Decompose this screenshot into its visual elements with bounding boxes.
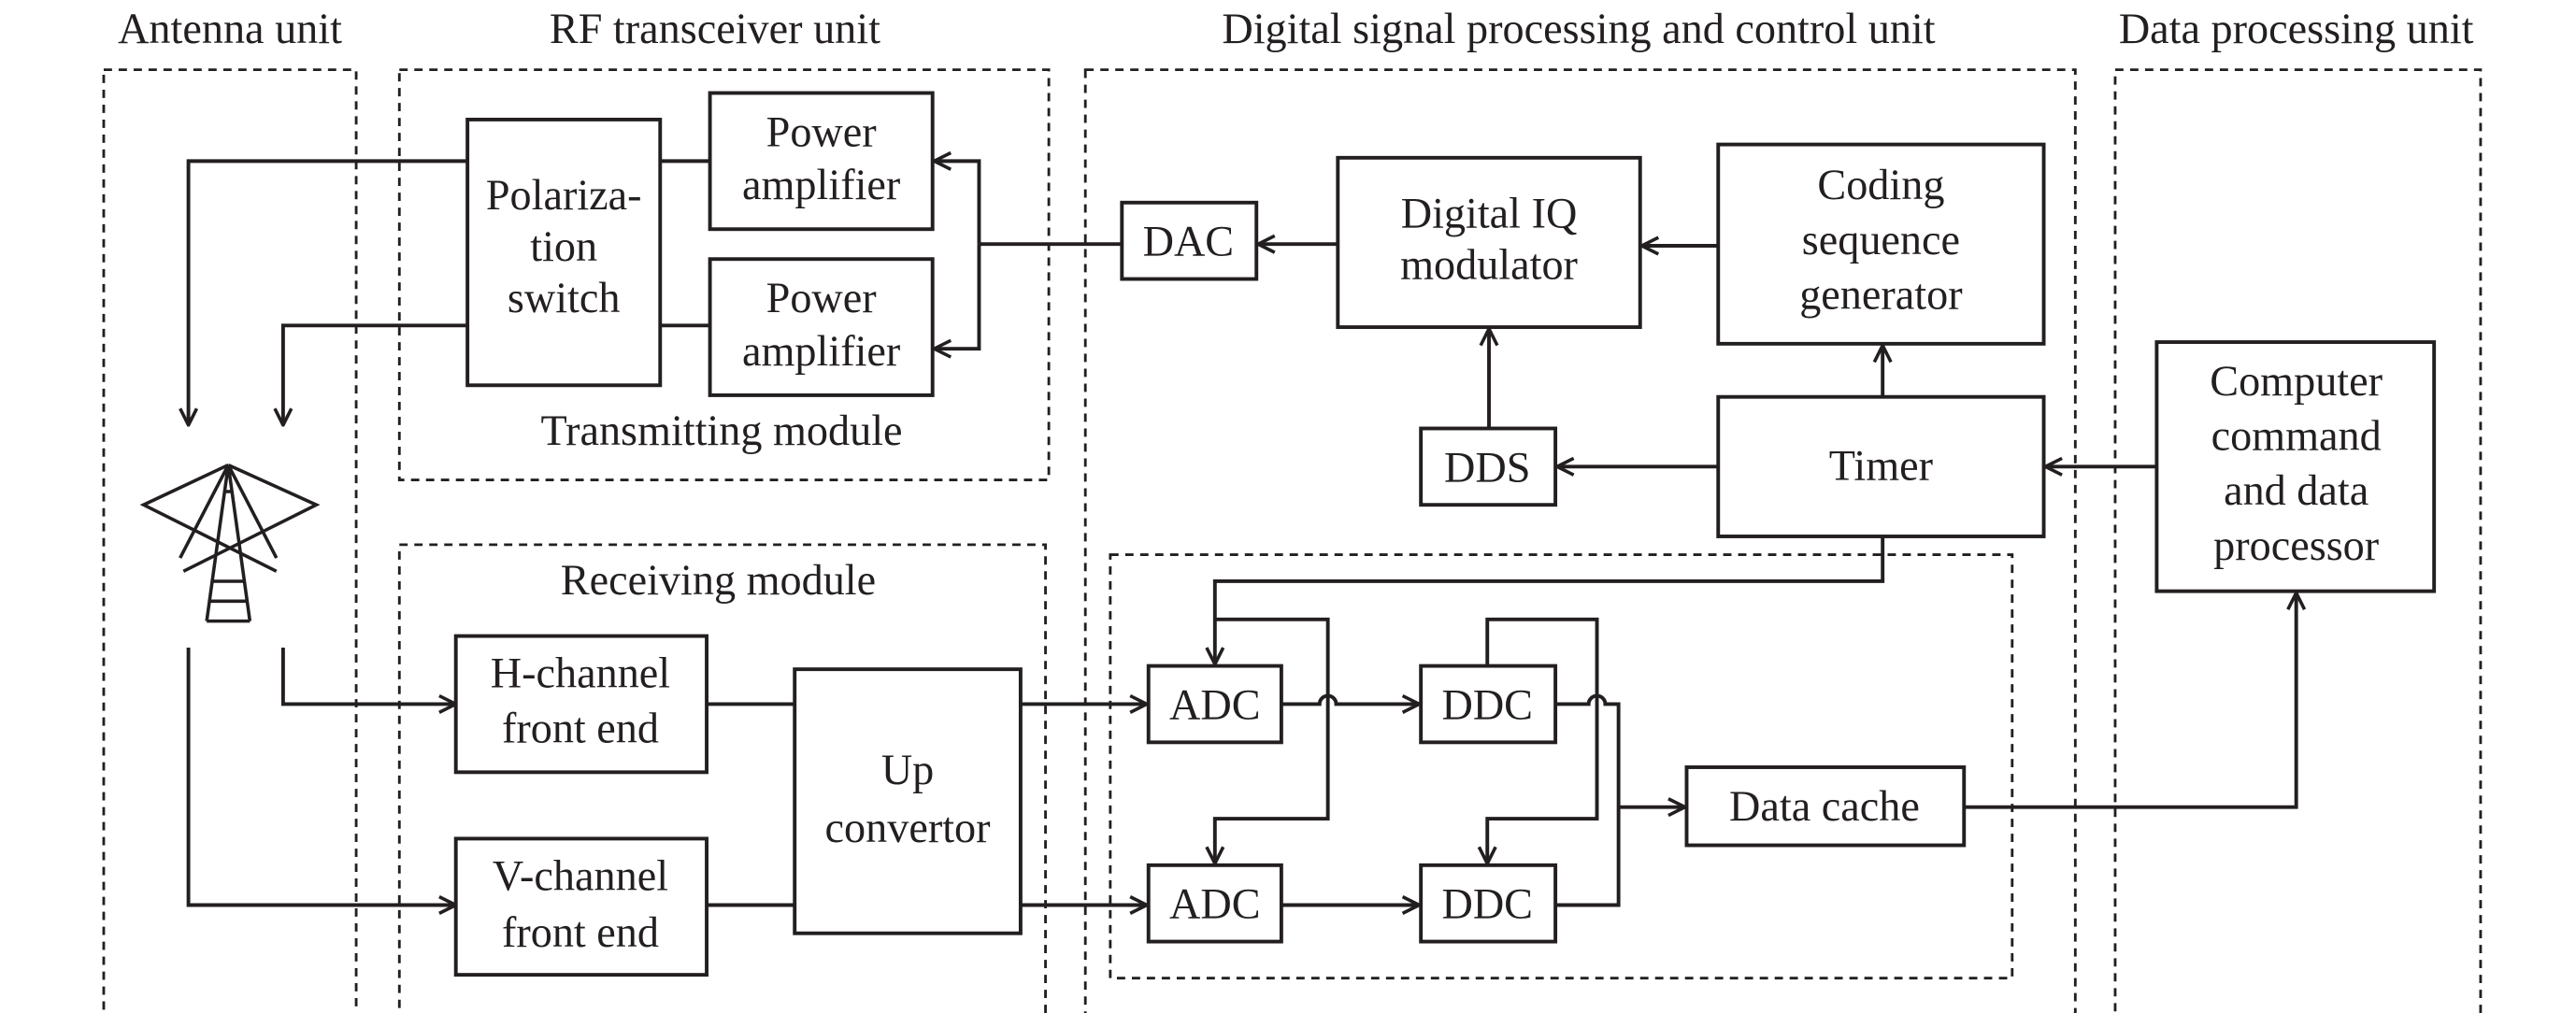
- tx-v-to-antenna-line: [283, 323, 468, 425]
- up-convertor-line1: Up: [881, 746, 934, 793]
- adc1-to-ddc1-line: [1281, 693, 1419, 705]
- dac-to-amp1-line: [934, 161, 981, 245]
- polarization-switch-line1: Polariza-: [486, 171, 642, 219]
- unit-title-data: Data processing unit: [2119, 5, 2474, 52]
- ddc-2-label: DDC: [1441, 880, 1533, 928]
- antenna-to-v-front-line: [186, 648, 456, 905]
- computer-command-processor-block[interactable]: Computer command and data processor: [2154, 340, 2437, 593]
- ddc-1-label: DDC: [1441, 680, 1533, 728]
- dac-to-amp2-line: [934, 244, 981, 349]
- computer-line3: and data: [2224, 466, 2368, 514]
- dac-block[interactable]: DAC: [1120, 200, 1259, 281]
- power-amplifier-2-block[interactable]: Power amplifier: [708, 257, 935, 397]
- ddc-1-block[interactable]: DDC: [1419, 663, 1558, 745]
- dds-block[interactable]: DDS: [1419, 426, 1558, 507]
- connection-lines: [189, 161, 2297, 905]
- ddc-outputs-bus: [1555, 693, 1621, 907]
- receiving-module-frame: [397, 543, 1047, 1013]
- unit-title-antenna: Antenna unit: [118, 5, 342, 52]
- power-amplifier-1-block[interactable]: Power amplifier: [708, 91, 935, 232]
- up-convertor-line2: convertor: [825, 804, 991, 851]
- ddc-clock-line: [1487, 617, 1599, 863]
- computer-line1: Computer: [2210, 357, 2383, 405]
- adc-1-block[interactable]: ADC: [1146, 663, 1283, 745]
- antenna-to-h-front-line: [280, 648, 456, 704]
- clock-to-adc2-line: [1215, 617, 1330, 863]
- receiver-dsp-subframe: [1109, 553, 2014, 980]
- computer-line2: command: [2211, 412, 2382, 460]
- unit-title-rf: RF transceiver unit: [550, 5, 880, 52]
- cache-to-computer-line: [1964, 592, 2296, 809]
- dac-label: DAC: [1143, 218, 1235, 265]
- power-amplifier-2-line2: amplifier: [742, 327, 900, 375]
- v-channel-front-end-block[interactable]: V-channel front end: [453, 836, 708, 977]
- receiving-module-label: Receiving module: [561, 556, 876, 604]
- iq-modulator-line1: Digital IQ: [1401, 189, 1578, 236]
- v-front-line2: front end: [502, 908, 659, 956]
- computer-line4: processor: [2213, 521, 2379, 569]
- adc-2-block[interactable]: ADC: [1146, 863, 1283, 944]
- h-front-line1: H-channel: [491, 649, 670, 697]
- transmitting-module-frame: [397, 68, 1051, 481]
- coding-line3: generator: [1799, 271, 1962, 319]
- coding-line1: Coding: [1817, 161, 1944, 208]
- coding-line2: sequence: [1802, 216, 1960, 264]
- data-cache-block[interactable]: Data cache: [1684, 765, 1967, 848]
- antenna-unit-frame: [102, 68, 358, 1013]
- dsp-unit-frame: [1083, 68, 2077, 1013]
- adc-1-label: ADC: [1169, 680, 1261, 728]
- power-amplifier-1-line2: amplifier: [742, 161, 900, 208]
- v-front-line1: V-channel: [493, 851, 668, 899]
- polarization-switch-line2: tion: [530, 222, 597, 270]
- antenna-tower-icon: [139, 463, 321, 623]
- polarization-switch-block[interactable]: Polariza- tion switch: [465, 117, 663, 388]
- power-amplifier-2-line1: Power: [766, 274, 877, 321]
- data-cache-label: Data cache: [1729, 782, 1920, 830]
- polarization-switch-line3: switch: [508, 274, 621, 321]
- tx-h-to-antenna-line: [189, 159, 468, 425]
- timer-block[interactable]: Timer: [1716, 394, 2046, 538]
- ddc-2-block[interactable]: DDC: [1419, 863, 1558, 944]
- h-channel-front-end-block[interactable]: H-channel front end: [453, 634, 708, 775]
- unit-title-dsp: Digital signal processing and control un…: [1222, 5, 1935, 52]
- h-front-line2: front end: [502, 704, 659, 751]
- data-processing-unit-frame: [2113, 68, 2483, 1013]
- up-convertor-block[interactable]: Up convertor: [793, 667, 1023, 935]
- transmitting-module-label: Transmitting module: [540, 407, 902, 454]
- digital-iq-modulator-block[interactable]: Digital IQ modulator: [1336, 155, 1642, 330]
- timer-to-adc-clock-line: [1215, 535, 1885, 664]
- adc-2-label: ADC: [1169, 880, 1261, 928]
- dds-label: DDS: [1444, 443, 1530, 491]
- power-amplifier-1-line1: Power: [766, 107, 877, 155]
- iq-modulator-line2: modulator: [1400, 241, 1578, 289]
- coding-sequence-generator-block[interactable]: Coding sequence generator: [1716, 142, 2046, 346]
- timer-label: Timer: [1829, 442, 1933, 490]
